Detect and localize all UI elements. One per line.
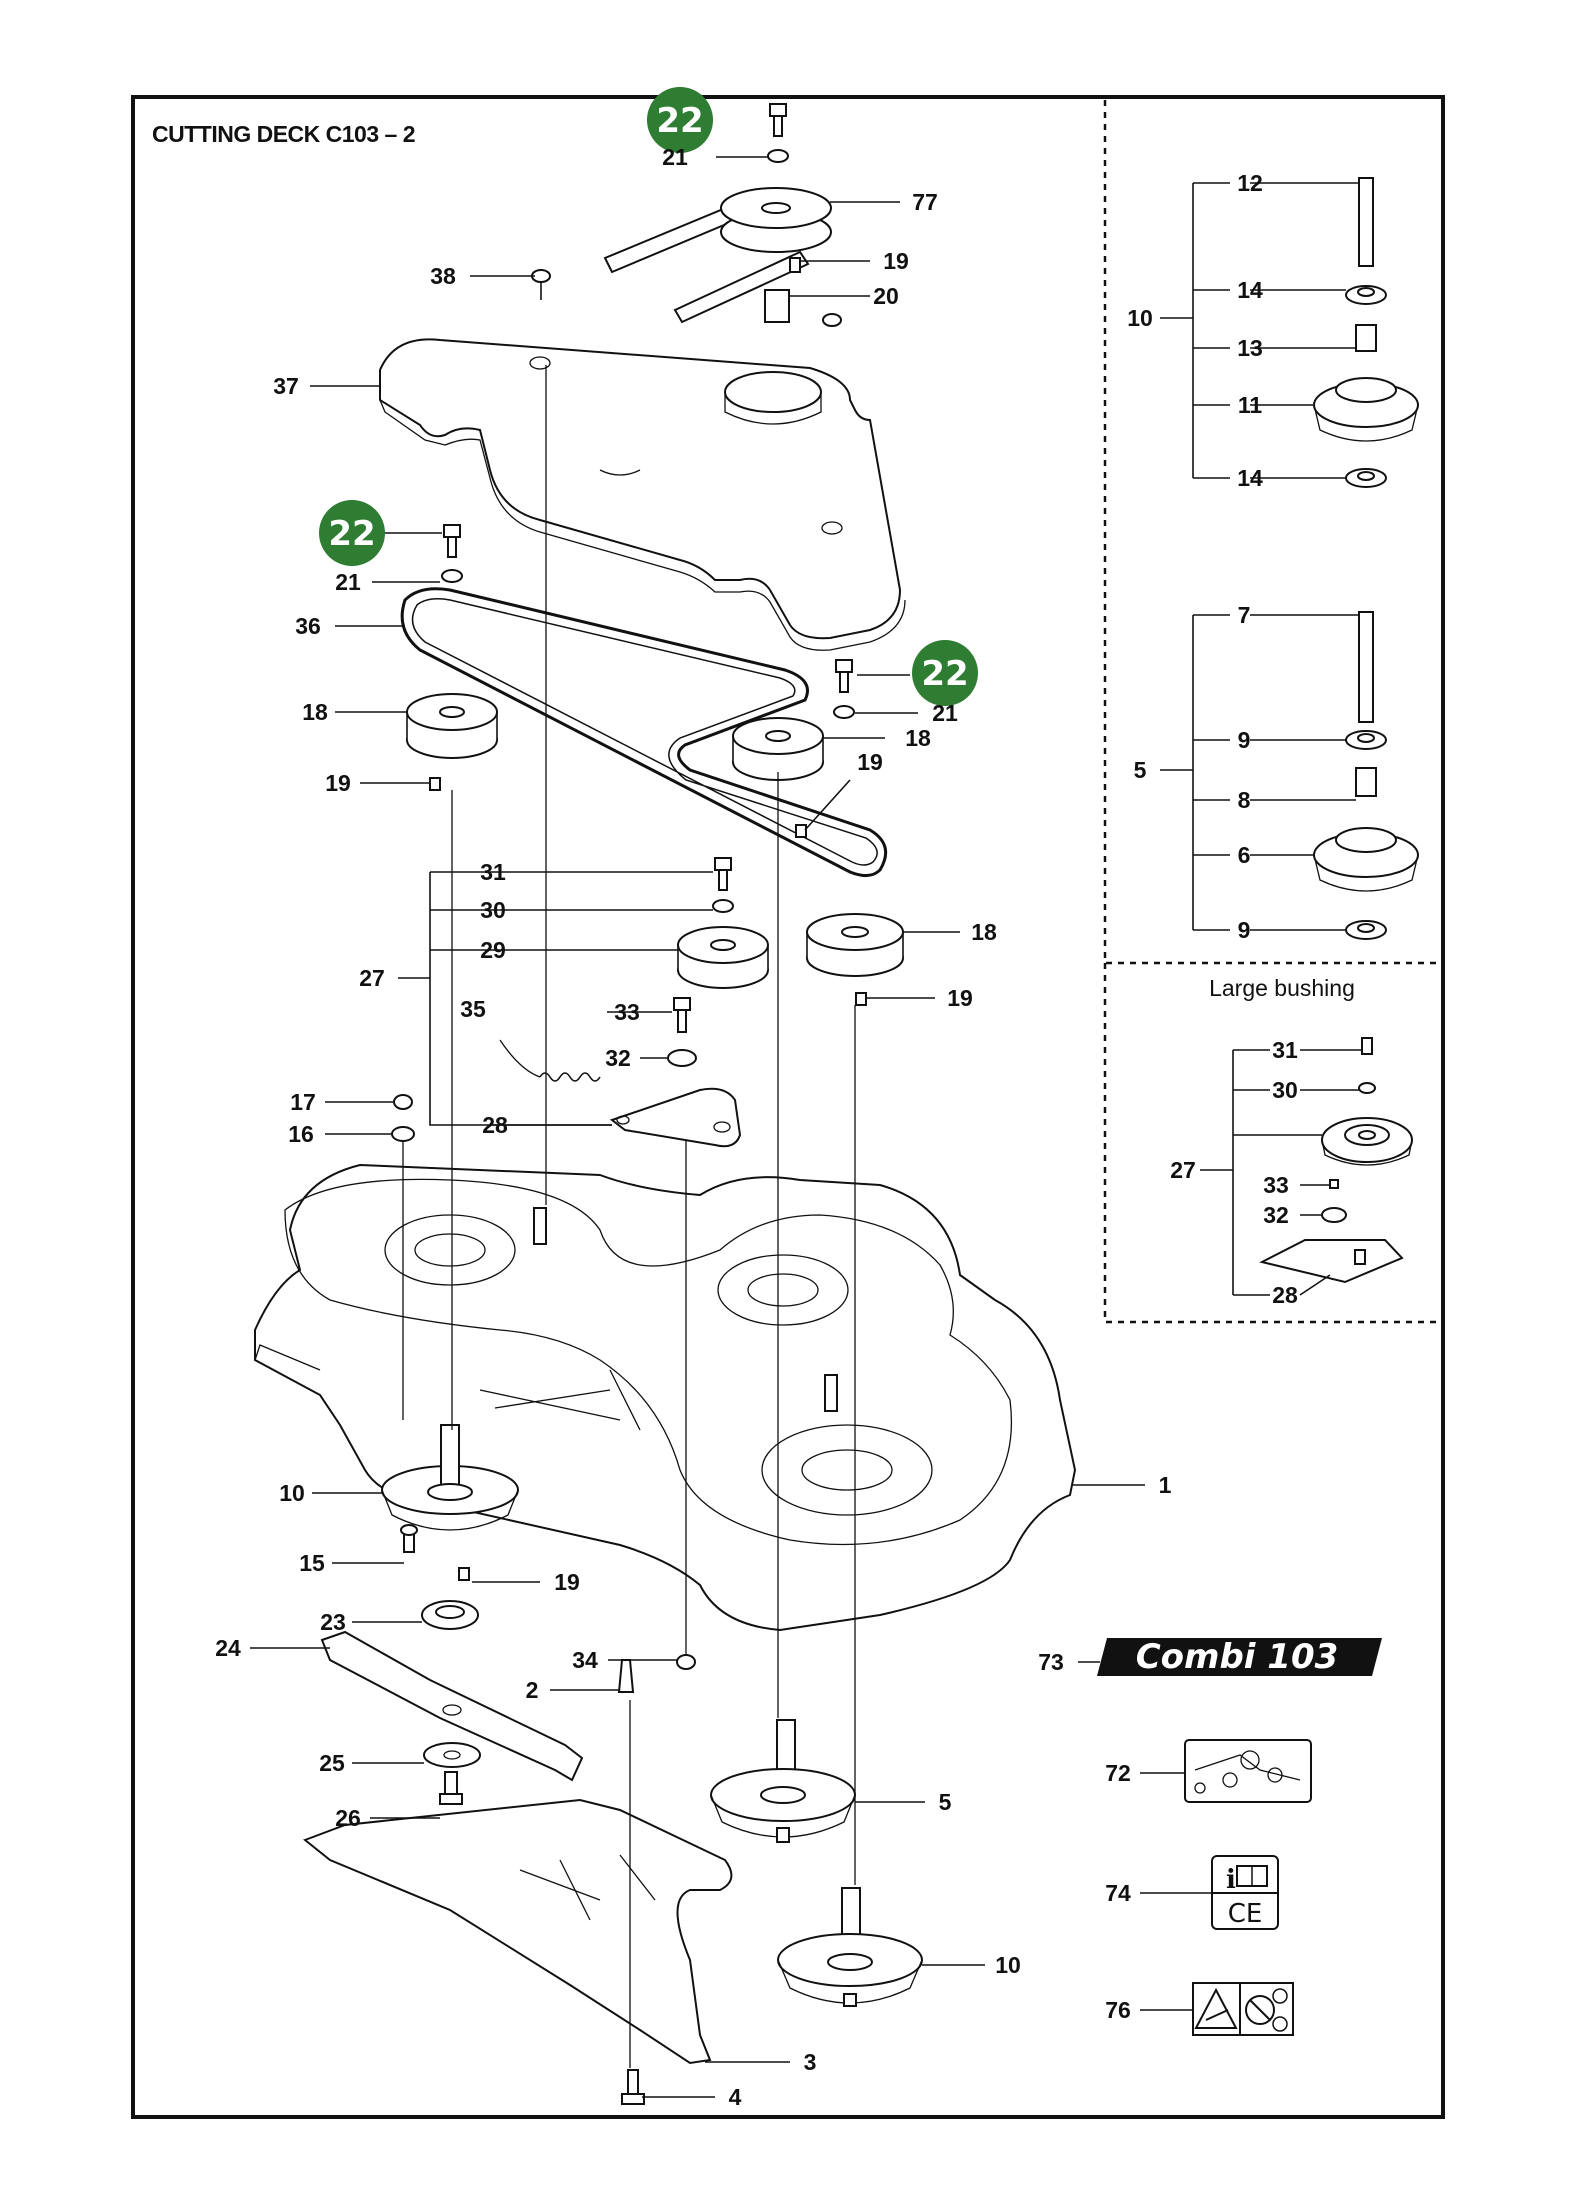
part-label: 76 <box>1105 1997 1131 2023</box>
part-label: 35 <box>460 996 486 1022</box>
part-label: 10 <box>1127 305 1153 331</box>
part-label: 33 <box>614 999 640 1025</box>
svg-text:22: 22 <box>921 654 968 694</box>
part-label: 10 <box>279 1480 305 1506</box>
ce-mark-icon: CE <box>1228 1899 1263 1929</box>
part-label: 32 <box>605 1045 631 1071</box>
svg-text:i: i <box>1226 1865 1236 1895</box>
part-label: 72 <box>1105 1760 1131 1786</box>
part-label: 33 <box>1263 1172 1289 1198</box>
svg-text:22: 22 <box>328 514 375 554</box>
part-label: 17 <box>290 1089 316 1115</box>
cutter-blade <box>320 1630 584 1782</box>
part-label: 4 <box>729 2084 742 2110</box>
no-hands-icon <box>1245 1988 1288 2032</box>
callout-22-right: 22 <box>912 640 978 706</box>
part-label: 15 <box>299 1550 325 1576</box>
combi-103-decal <box>1097 1638 1382 1676</box>
part-label: 29 <box>480 937 506 963</box>
part-label: 11 <box>1238 392 1263 418</box>
part-label: 2 <box>526 1677 539 1703</box>
part-label: 18 <box>302 699 328 725</box>
part-label: 30 <box>1272 1077 1298 1103</box>
combi-103-logo-text: Combi 103 <box>1136 1637 1339 1677</box>
part-label: 38 <box>430 263 456 289</box>
part-label: 12 <box>1237 170 1263 196</box>
cutting-deck <box>254 1163 1077 1632</box>
warning-triangle-icon <box>1194 1987 1238 2029</box>
part-label: 19 <box>554 1569 580 1595</box>
part-label: 7 <box>1238 602 1251 628</box>
diagram-frame <box>131 95 1445 2119</box>
large-bushing-label: Large bushing <box>1209 975 1355 1001</box>
part-label: 21 <box>662 144 688 170</box>
part-label: 19 <box>947 985 973 1011</box>
manual-ce-decal: i CE <box>1211 1855 1279 1930</box>
part-label: 77 <box>912 189 938 215</box>
part-label: 73 <box>1038 1649 1064 1675</box>
part-label: 28 <box>482 1112 508 1138</box>
belt-cover <box>379 338 902 640</box>
part-label: 27 <box>1170 1157 1196 1183</box>
manual-book-icon: i <box>1226 1865 1268 1895</box>
part-label: 74 <box>1105 1880 1131 1906</box>
part-label: 10 <box>995 1952 1021 1978</box>
part-label: 31 <box>480 859 506 885</box>
part-label: 9 <box>1238 917 1251 943</box>
part-label: 19 <box>883 248 909 274</box>
part-label: 25 <box>319 1750 345 1776</box>
part-label: 16 <box>288 1121 314 1147</box>
part-label: 21 <box>932 700 958 726</box>
svg-text:22: 22 <box>656 101 703 141</box>
part-label: 27 <box>359 965 385 991</box>
part-label: 28 <box>1272 1282 1298 1308</box>
belt-routing-decal-icon <box>1184 1739 1312 1803</box>
part-label: 14 <box>1237 277 1263 303</box>
callout-22-left: 22 <box>319 500 385 566</box>
part-label: 23 <box>320 1609 346 1635</box>
part-label: 1 <box>1159 1472 1172 1498</box>
part-label: 5 <box>1134 757 1147 783</box>
part-label: 20 <box>873 283 899 309</box>
part-label: 5 <box>939 1789 952 1815</box>
part-number-labels: 21 77 19 20 38 37 21 36 18 19 21 18 19 3… <box>215 144 1298 2110</box>
part-label: 19 <box>325 770 351 796</box>
part-label: 30 <box>480 897 506 923</box>
page-title: CUTTING DECK C103 – 2 <box>152 121 415 147</box>
part-label: 24 <box>215 1635 241 1661</box>
part-label: 34 <box>572 1647 598 1673</box>
part-label: 26 <box>335 1805 361 1831</box>
part-label: 31 <box>1272 1037 1298 1063</box>
part-label: 14 <box>1237 465 1263 491</box>
part-label: 3 <box>804 2049 817 2075</box>
part-label: 13 <box>1237 335 1263 361</box>
part-label: 9 <box>1238 727 1251 753</box>
part-label: 32 <box>1263 1202 1289 1228</box>
part-label: 8 <box>1238 787 1251 813</box>
part-label: 21 <box>335 569 361 595</box>
part-label: 18 <box>905 725 931 751</box>
part-label: 37 <box>273 373 299 399</box>
part-label: 6 <box>1238 842 1251 868</box>
warning-decal <box>1192 1982 1294 2036</box>
part-label: 36 <box>295 613 321 639</box>
part-label: 19 <box>857 749 883 775</box>
blade-baffle <box>303 1798 733 2065</box>
callout-22-top: 22 <box>647 87 713 153</box>
part-label: 18 <box>971 919 997 945</box>
